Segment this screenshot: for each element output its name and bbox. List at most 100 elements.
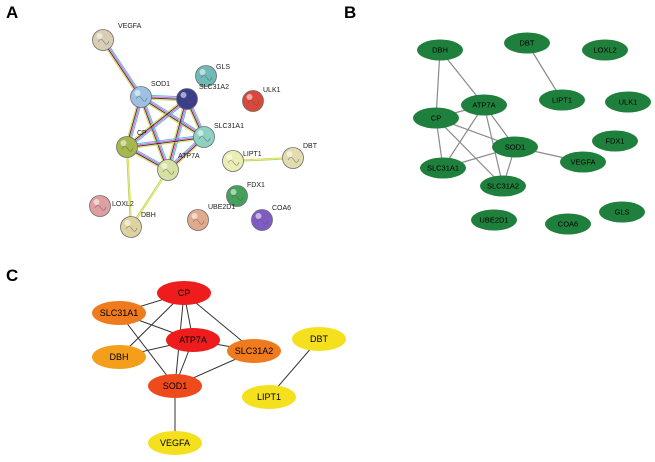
node-b-gls[interactable]: GLS: [599, 201, 645, 223]
node-a-loxl2[interactable]: LOXL2: [89, 195, 134, 217]
node-a-label-atp7a: ATP7A: [178, 153, 200, 160]
node-c-atp7a[interactable]: ATP7A: [166, 328, 220, 352]
node-b-label-gls: GLS: [614, 208, 629, 217]
node-a-lipt1[interactable]: LIPT1: [222, 150, 262, 172]
node-c-vegfa[interactable]: VEGFA: [148, 431, 202, 455]
node-a-label-lipt1: LIPT1: [243, 151, 262, 158]
node-a-label-dbt: DBT: [303, 143, 318, 150]
node-b-label-cp: CP: [431, 114, 441, 123]
node-c-slc31a2[interactable]: SLC31A2: [227, 339, 281, 363]
node-b-label-ube2d1: UBE2D1: [479, 216, 508, 225]
node-b-label-fdx1: FDX1: [605, 137, 624, 146]
node-b-label-lipt1: LIPT1: [552, 96, 572, 105]
edge-b-cp-slc31a2: [435, 117, 504, 187]
edge-a-cp-dbh: [125, 146, 133, 228]
node-a-label-dbh: DBH: [141, 212, 156, 219]
node-b-cp[interactable]: CP: [413, 107, 459, 129]
node-a-dbt[interactable]: DBT: [282, 143, 318, 169]
node-a-coa6[interactable]: COA6: [251, 205, 292, 231]
node-a-label-coa6: COA6: [272, 205, 291, 212]
edge-b-atp7a-slc31a1: [442, 104, 485, 169]
node-a-label-fdx1: FDX1: [247, 182, 265, 189]
edge-a-slc31a2-cp: [125, 97, 189, 149]
node-b-label-coa6: COA6: [558, 220, 578, 229]
node-a-label-ube2d1: UBE2D1: [208, 204, 235, 211]
edge-c-slc31a1-sod1: [118, 312, 176, 387]
node-a-dbh[interactable]: DBH: [120, 212, 156, 238]
node-b-ulk1[interactable]: ULK1: [605, 91, 651, 113]
node-a-slc31a1[interactable]: SLC31A1: [193, 123, 245, 148]
node-c-cp[interactable]: CP: [157, 281, 211, 305]
node-b-label-atp7a: ATP7A: [472, 101, 495, 110]
node-c-slc31a1[interactable]: SLC31A1: [92, 301, 146, 325]
node-c-label-dbh: DBH: [109, 352, 128, 362]
node-b-label-dbt: DBT: [520, 39, 535, 48]
node-a-label-ulk1: ULK1: [263, 87, 281, 94]
node-c-label-cp: CP: [178, 288, 191, 298]
node-a-vegfa[interactable]: VEGFA: [92, 23, 142, 51]
panel-letter-c: C: [6, 266, 18, 285]
node-b-dbt[interactable]: DBT: [504, 32, 550, 54]
node-a-label-sod1: SOD1: [151, 81, 170, 88]
edge-a-vegfa-sod1: [100, 38, 144, 99]
node-c-lipt1[interactable]: LIPT1: [242, 385, 296, 409]
edge-a-sod1-slc31a1: [139, 94, 206, 140]
node-a-label-slc31a2: SLC31A2: [199, 84, 229, 91]
node-b-fdx1[interactable]: FDX1: [592, 130, 638, 152]
node-a-gls[interactable]: GLS: [195, 64, 231, 87]
edge-a-cp-slc31a1: [126, 134, 205, 150]
node-a-slc31a2[interactable]: SLC31A2: [176, 84, 230, 110]
node-b-label-ulk1: ULK1: [619, 98, 638, 107]
node-c-label-slc31a2: SLC31A2: [235, 346, 274, 356]
node-a-ulk1[interactable]: ULK1: [242, 87, 281, 112]
panel-letter-a: A: [6, 3, 18, 22]
node-b-label-slc31a2: SLC31A2: [487, 182, 519, 191]
node-c-label-slc31a1: SLC31A1: [100, 308, 139, 318]
node-c-label-dbt: DBT: [310, 334, 329, 344]
node-c-label-vegfa: VEGFA: [160, 438, 190, 448]
node-b-label-slc31a1: SLC31A1: [427, 164, 459, 173]
node-a-label-cp: CP: [137, 130, 147, 137]
node-a-label-vegfa: VEGFA: [118, 23, 142, 30]
node-b-label-sod1: SOD1: [505, 143, 525, 152]
node-b-atp7a[interactable]: ATP7A: [461, 94, 507, 116]
node-a-sod1[interactable]: SOD1: [130, 81, 171, 108]
node-a-label-loxl2: LOXL2: [112, 201, 134, 208]
node-a-ube2d1[interactable]: UBE2D1: [187, 204, 236, 231]
node-a-label-gls: GLS: [216, 64, 230, 71]
panel-c-edges: [118, 292, 320, 443]
node-b-slc31a1[interactable]: SLC31A1: [420, 157, 466, 179]
node-c-label-lipt1: LIPT1: [257, 392, 281, 402]
edge-a-atp7a-dbh: [130, 169, 169, 228]
node-c-label-atp7a: ATP7A: [179, 335, 207, 345]
node-c-dbt[interactable]: DBT: [292, 327, 346, 351]
node-a-atp7a[interactable]: ATP7A: [157, 153, 200, 181]
node-b-loxl2[interactable]: LOXL2: [582, 39, 628, 61]
node-a-label-slc31a1: SLC31A1: [214, 123, 244, 130]
edge-b-dbh-cp: [435, 49, 441, 119]
edge-a-sod1-atp7a: [138, 96, 171, 171]
node-b-vegfa[interactable]: VEGFA: [560, 151, 606, 173]
node-b-slc31a2[interactable]: SLC31A2: [480, 175, 526, 197]
edge-a-slc31a2-atp7a: [165, 98, 190, 171]
panel-letter-b: B: [344, 3, 356, 22]
node-b-label-vegfa: VEGFA: [570, 158, 595, 167]
node-c-label-sod1: SOD1: [163, 381, 188, 391]
node-c-sod1[interactable]: SOD1: [148, 374, 202, 398]
node-a-fdx1[interactable]: FDX1: [226, 182, 266, 207]
node-b-label-dbh: DBH: [432, 46, 448, 55]
node-b-ube2d1[interactable]: UBE2D1: [471, 209, 517, 231]
node-a-cp[interactable]: CP: [116, 130, 148, 158]
node-b-dbh[interactable]: DBH: [417, 39, 463, 61]
node-c-dbh[interactable]: DBH: [92, 345, 146, 369]
node-b-lipt1[interactable]: LIPT1: [539, 89, 585, 111]
node-b-sod1[interactable]: SOD1: [492, 136, 538, 158]
node-b-coa6[interactable]: COA6: [545, 213, 591, 235]
